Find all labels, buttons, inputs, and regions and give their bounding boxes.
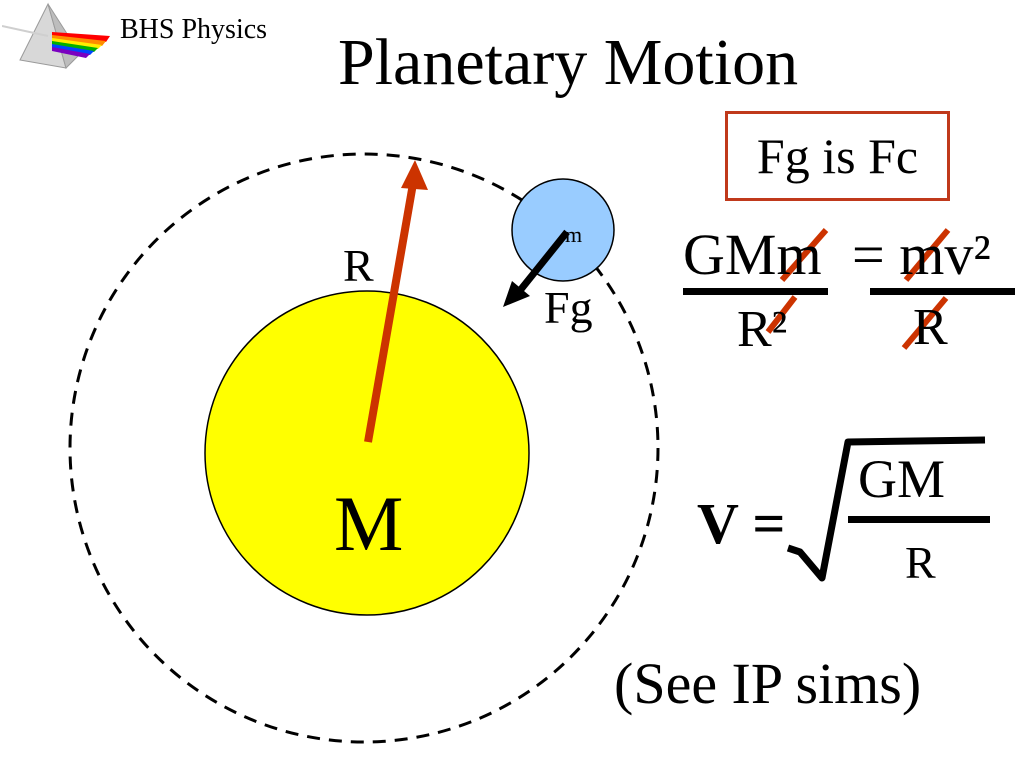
slide-title: Planetary Motion [338, 26, 799, 99]
square-root-sign [786, 436, 986, 582]
left-numerator: GMm [683, 222, 822, 287]
right-fraction-bar [870, 288, 1015, 295]
radius-arrow [364, 177, 418, 443]
orbit-path [68, 152, 660, 744]
brand-text: BHS Physics [120, 14, 268, 45]
orbiting-mass-body [511, 178, 615, 282]
large-mass-label: M [334, 480, 404, 567]
radius-label: R [343, 240, 374, 291]
fg-equals-fc-text: Fg is Fc [756, 128, 919, 184]
see-ip-sims-note: (See IP sims) [614, 651, 922, 716]
prism-rainbow-icon [2, 2, 110, 69]
cancel-mark-r-left [765, 295, 798, 334]
force-label: Fg [544, 282, 593, 333]
left-fraction-bar [683, 288, 828, 295]
velocity-denominator: R [905, 537, 936, 588]
cancel-mark-m-right [903, 228, 951, 282]
velocity-lhs: V = [697, 491, 786, 556]
cancel-mark-m-left [779, 228, 829, 282]
central-mass-body [204, 290, 530, 616]
small-mass-label: m [565, 222, 583, 247]
cancel-mark-r-right [901, 296, 949, 350]
gravity-force-arrow-head [503, 281, 530, 307]
sqrt-fraction-bar [848, 516, 990, 523]
velocity-numerator: GM [858, 449, 946, 509]
left-denominator: R² [737, 301, 788, 358]
right-denominator: R [913, 299, 948, 356]
right-numerator: = mv² [852, 222, 991, 287]
gravity-force-arrow [515, 229, 570, 296]
radius-arrow-head [401, 160, 428, 190]
fg-equals-fc-box: Fg is Fc [725, 111, 950, 201]
